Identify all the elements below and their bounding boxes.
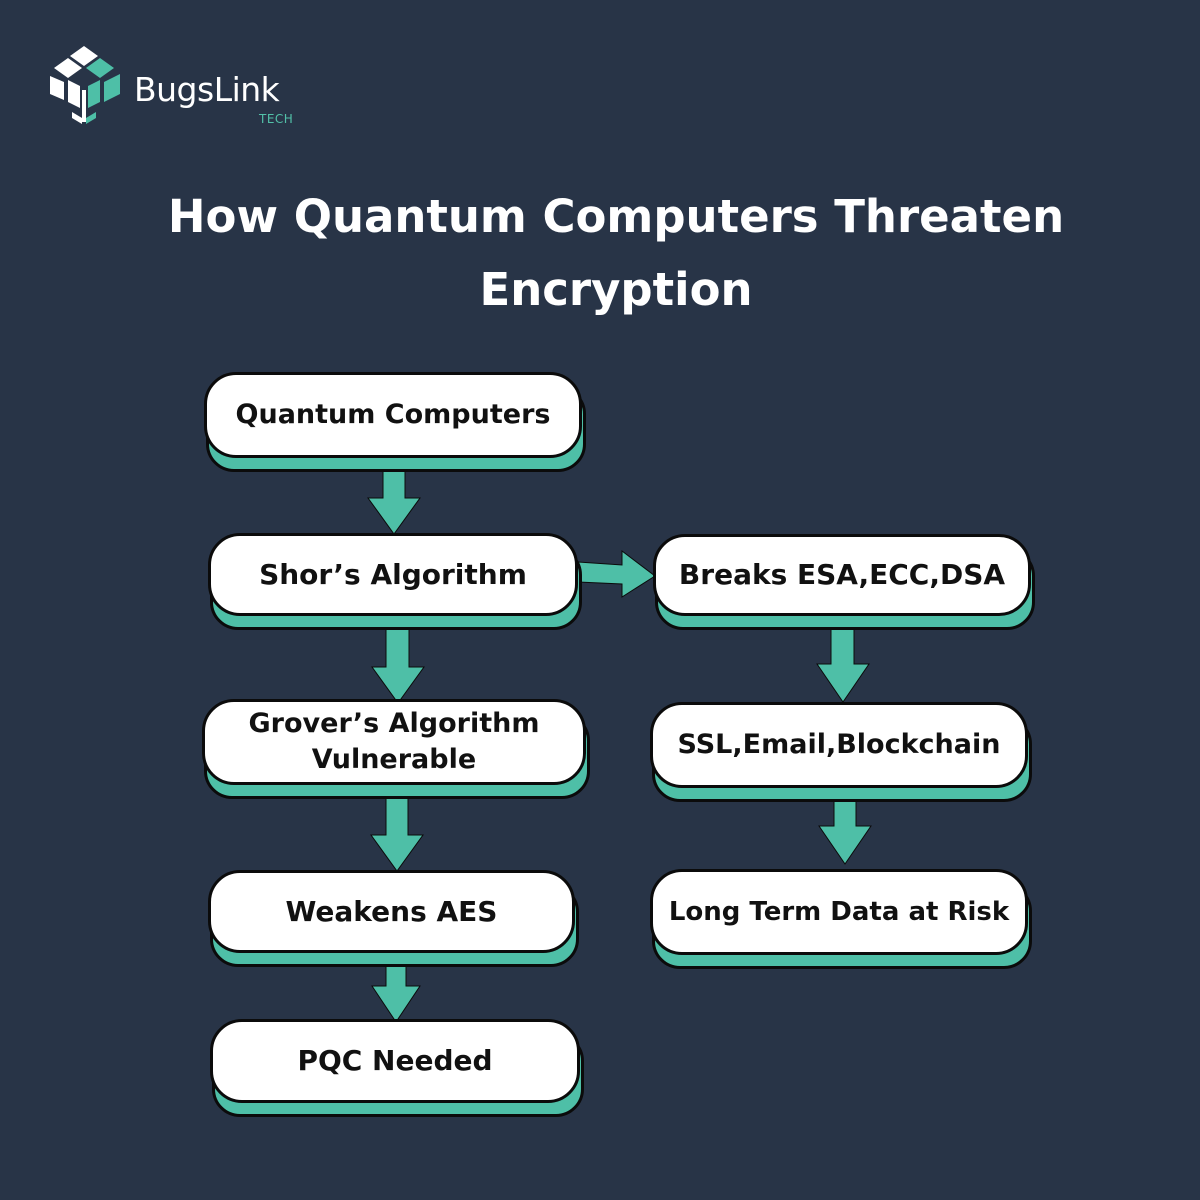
node-face: Grover’s Algorithm Vulnerable bbox=[202, 699, 586, 785]
arrow-breaks-to-ssl bbox=[816, 621, 870, 703]
brand-logo: BugsLink TECH bbox=[42, 42, 312, 132]
node-face: PQC Needed bbox=[210, 1019, 580, 1103]
node-label: PQC Needed bbox=[297, 1044, 493, 1077]
node-label: Long Term Data at Risk bbox=[668, 897, 1010, 927]
node-quantum-computers: Quantum Computers bbox=[204, 372, 586, 472]
arrow-shor-to-breaks bbox=[577, 549, 656, 598]
title-line-1: How Quantum Computers Threaten bbox=[167, 190, 1065, 243]
node-shors-algorithm: Shor’s Algorithm bbox=[208, 533, 582, 630]
bugslink-logo-icon bbox=[50, 46, 120, 124]
node-face: Quantum Computers bbox=[204, 372, 582, 458]
arrow-grover-to-aes bbox=[370, 797, 424, 872]
node-label-line-2: Vulnerable bbox=[311, 744, 477, 775]
node-label: Weakens AES bbox=[285, 894, 498, 928]
arrow-shor-to-grover bbox=[371, 625, 425, 704]
node-face: Breaks ESA,ECC,DSA bbox=[653, 534, 1031, 616]
node-face: Shor’s Algorithm bbox=[208, 533, 578, 616]
page-title: How Quantum Computers Threaten Encryptio… bbox=[150, 180, 1082, 326]
node-breaks-esa-ecc-dsa: Breaks ESA,ECC,DSA bbox=[653, 534, 1035, 630]
brand-subtitle: TECH bbox=[259, 112, 294, 126]
node-grovers-algorithm: Grover’s Algorithm Vulnerable bbox=[202, 699, 590, 799]
node-label: SSL,Email,Blockchain bbox=[677, 729, 1001, 760]
node-label: Shor’s Algorithm bbox=[259, 557, 527, 591]
brand-name: BugsLink bbox=[134, 70, 280, 109]
node-label: Breaks ESA,ECC,DSA bbox=[678, 558, 1006, 591]
node-face: Long Term Data at Risk bbox=[650, 869, 1028, 955]
node-ssl-email-blockchain: SSL,Email,Blockchain bbox=[650, 702, 1032, 802]
node-pqc-needed: PQC Needed bbox=[210, 1019, 584, 1117]
title-line-2: Encryption bbox=[479, 263, 753, 316]
node-long-term-data-at-risk: Long Term Data at Risk bbox=[650, 869, 1032, 969]
node-face: SSL,Email,Blockchain bbox=[650, 702, 1028, 788]
node-label-line-1: Grover’s Algorithm bbox=[248, 708, 540, 739]
node-face: Weakens AES bbox=[208, 870, 575, 953]
node-weakens-aes: Weakens AES bbox=[208, 870, 579, 967]
node-label: Grover’s Algorithm Vulnerable bbox=[249, 706, 540, 778]
node-label: Quantum Computers bbox=[235, 399, 551, 430]
